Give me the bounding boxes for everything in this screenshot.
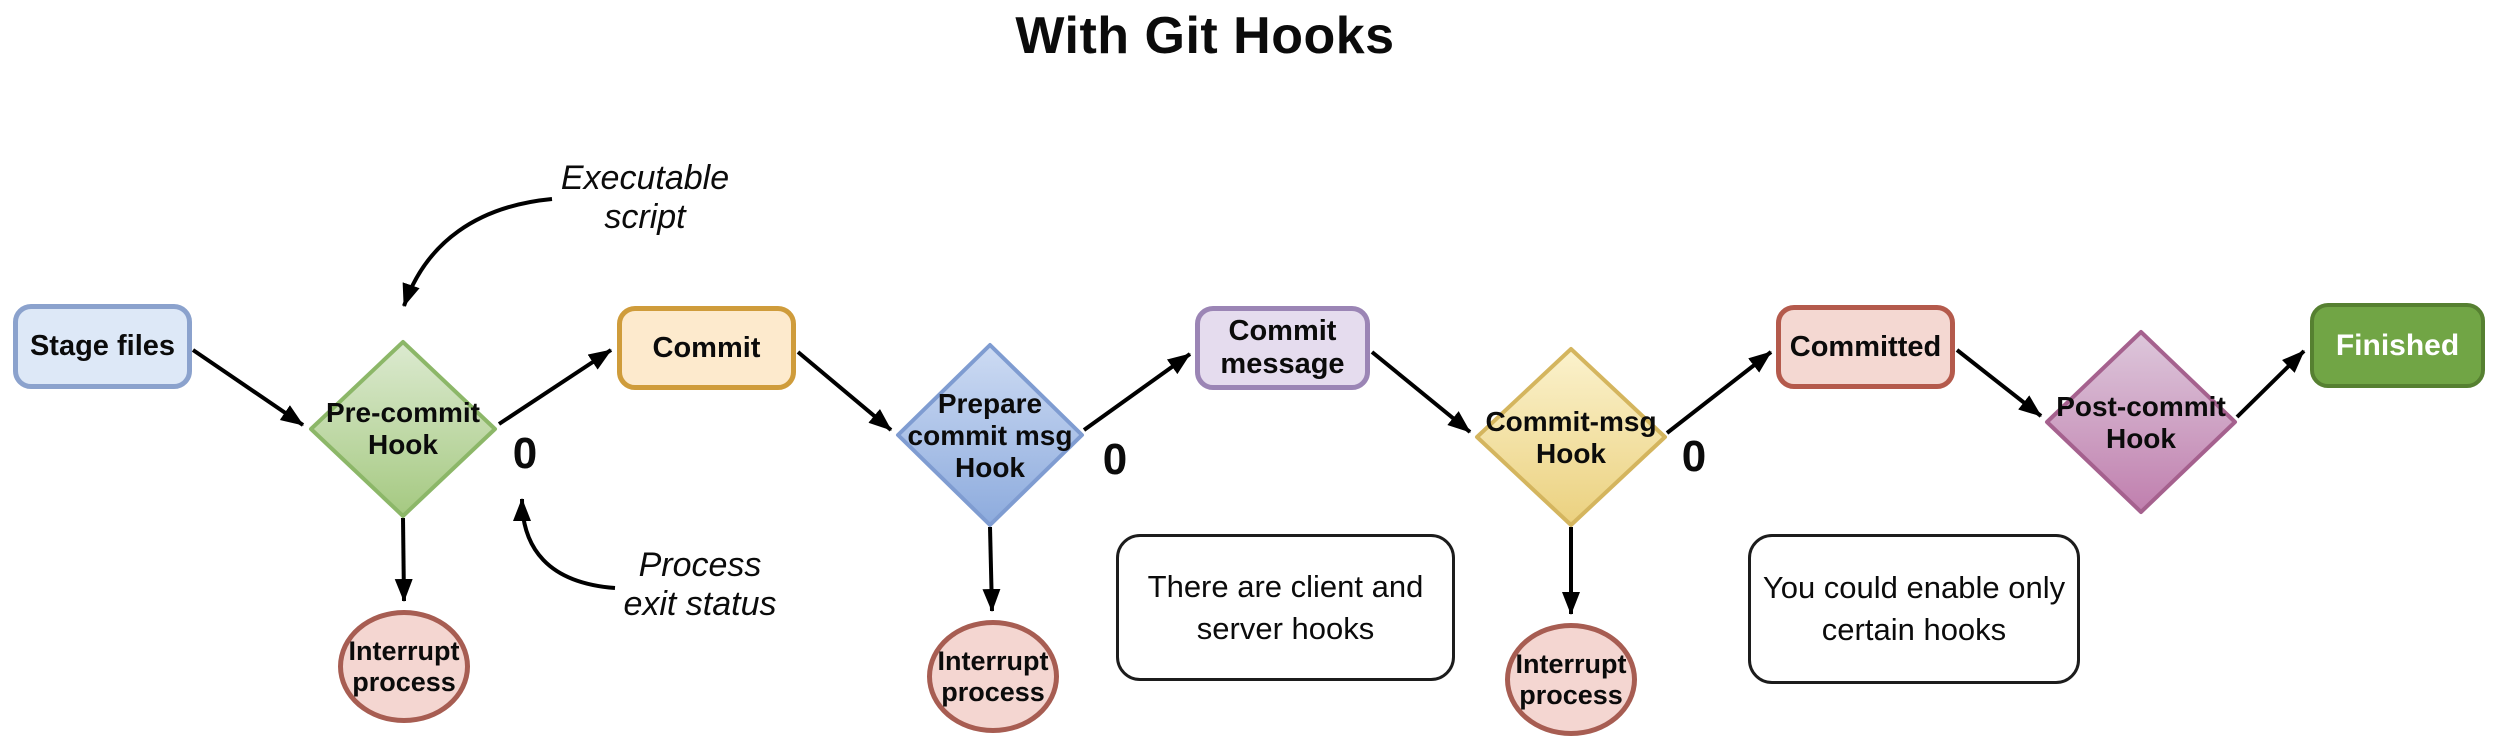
page-title: With Git Hooks bbox=[1015, 7, 1395, 65]
node-interrupt-process-3: Interrupt process bbox=[1505, 623, 1637, 736]
node-stage-files-label: Stage files bbox=[29, 330, 176, 362]
note-enable-certain-hooks: You could enable only certain hooks bbox=[1748, 534, 2080, 684]
post-commit-hook-diamond bbox=[2045, 330, 2237, 514]
node-finished: Finished bbox=[2310, 303, 2485, 388]
leader-executable-script bbox=[402, 197, 553, 307]
edge-committed-to-postcommit bbox=[1955, 348, 2043, 418]
node-prepare-commit-msg-hook-label: Prepare commit msg Hook bbox=[907, 388, 1073, 483]
node-interrupt-process-1-label: Interrupt process bbox=[348, 635, 460, 697]
node-interrupt-process-2-label: Interrupt process bbox=[937, 645, 1049, 707]
node-commit-label: Commit bbox=[652, 331, 761, 364]
node-committed-label: Committed bbox=[1789, 330, 1942, 363]
node-interrupt-process-3-label: Interrupt process bbox=[1515, 648, 1627, 710]
node-commit: Commit bbox=[617, 306, 796, 390]
leader-process-exit-status bbox=[513, 498, 616, 590]
edge-preparehook-to-message bbox=[1082, 352, 1192, 432]
node-commit-message-label: Commit message bbox=[1220, 315, 1345, 380]
exit-status-commit-msg: 0 bbox=[1681, 432, 1707, 481]
annotation-process-exit-status: Process exit status bbox=[623, 546, 777, 623]
annotation-executable-script: Executable script bbox=[560, 159, 730, 236]
commit-msg-hook-diamond bbox=[1475, 347, 1667, 527]
node-interrupt-process-1: Interrupt process bbox=[338, 610, 470, 723]
node-commit-message: Commit message bbox=[1195, 306, 1370, 390]
edge-precommit-to-commit bbox=[497, 348, 613, 426]
edge-message-to-commitmsghook bbox=[1370, 350, 1472, 434]
node-post-commit-hook-label: Post-commit Hook bbox=[2056, 391, 2226, 454]
pre-commit-hook-diamond bbox=[309, 340, 497, 518]
edge-stage-to-precommit bbox=[191, 348, 305, 427]
node-stage-files: Stage files bbox=[13, 304, 192, 389]
prepare-commit-msg-hook-diamond bbox=[896, 343, 1084, 527]
edge-commitmsghook-to-committed bbox=[1665, 350, 1773, 435]
note-client-server-hooks: There are client and server hooks bbox=[1116, 534, 1455, 681]
edge-postcommit-to-finished bbox=[2235, 349, 2306, 419]
exit-status-pre-commit: 0 bbox=[512, 429, 538, 478]
node-pre-commit-hook-label: Pre-commit Hook bbox=[325, 397, 481, 460]
node-commit-msg-hook-label: Commit-msg Hook bbox=[1485, 406, 1657, 469]
node-committed: Committed bbox=[1776, 305, 1955, 389]
edge-precommit-to-interrupt bbox=[394, 517, 413, 602]
edge-commit-to-preparehook bbox=[796, 350, 893, 432]
node-interrupt-process-2: Interrupt process bbox=[927, 620, 1059, 733]
node-finished-label: Finished bbox=[2335, 329, 2460, 362]
exit-status-prepare-commit-msg: 0 bbox=[1102, 435, 1128, 484]
edge-preparehook-to-interrupt bbox=[982, 526, 1001, 612]
